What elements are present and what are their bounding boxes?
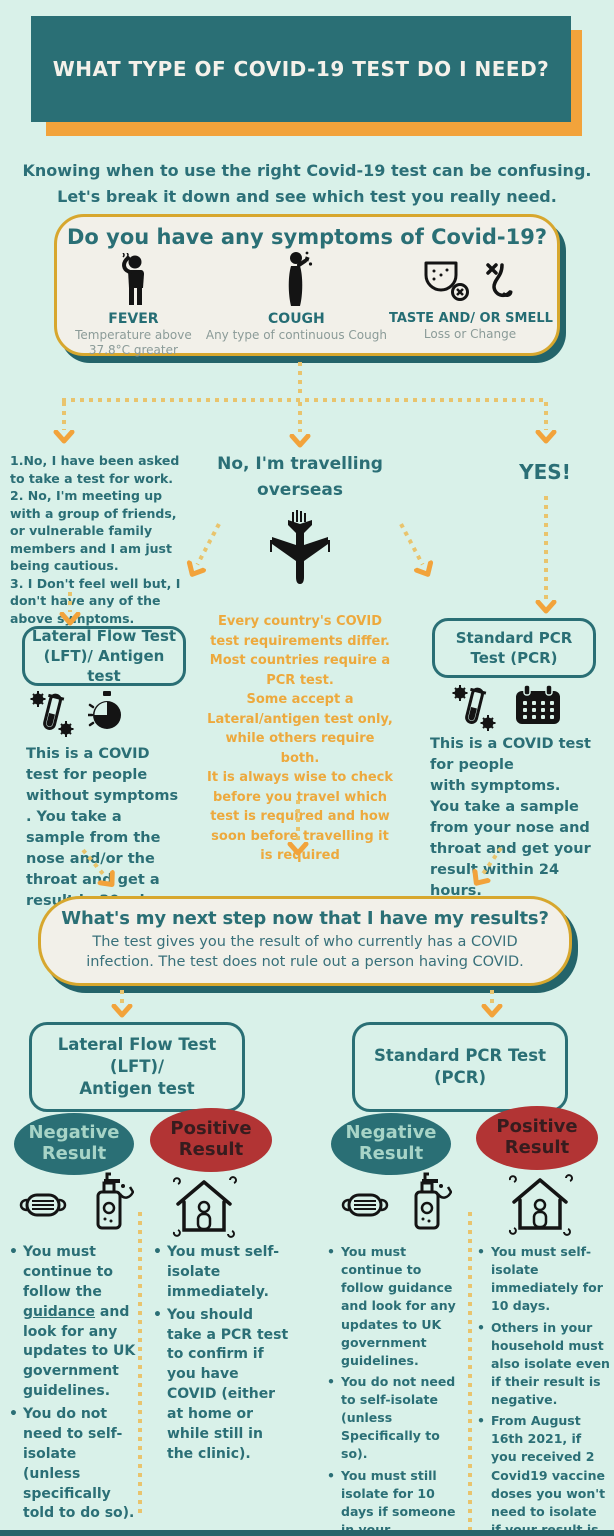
- connector-line: [544, 496, 548, 600]
- next-step-card: What's my next step now that I have my r…: [38, 896, 572, 986]
- branch-travel-label: No, I'm travelling overseas: [217, 454, 383, 500]
- guidance-link[interactable]: guidance: [23, 1303, 96, 1320]
- symptom-label-taste-smell: TASTE AND/ OR SMELL: [389, 311, 553, 326]
- travel-note: Every country's COVID test requirements …: [207, 614, 393, 863]
- fever-icon: [63, 251, 204, 309]
- list-item: Others in your household must also isola…: [476, 1319, 610, 1410]
- symptom-desc-fever: Temperature above 37.8°C greater: [75, 328, 192, 357]
- advice-text: and look for any updates to UK governmen…: [23, 1303, 136, 1400]
- pcr-test-box: Standard PCR Test (PCR): [432, 618, 596, 678]
- reason-3: 3. I Don't feel well but, I don't have a…: [10, 575, 181, 626]
- test-tube-virus-icon: [30, 690, 76, 742]
- branch-no-test-reasons: 1.No, I have been asked to take a test f…: [10, 452, 190, 627]
- pcr-description: This is a COVID test for people with sym…: [430, 736, 591, 900]
- header-banner: WHAT TYPE OF COVID-19 TEST DO I NEED?: [31, 16, 571, 122]
- pcr-positive-oval: Positive Result: [476, 1106, 598, 1170]
- arrow-down-icon: [289, 434, 311, 448]
- pcr-negative-oval: Negative Result: [331, 1113, 451, 1175]
- next-step-subtitle: The test gives you the result of who cur…: [86, 934, 524, 971]
- connector-line: [68, 592, 72, 612]
- list-item: You do not need to self-isolate (unless …: [326, 1373, 464, 1464]
- connector-line: [544, 402, 548, 430]
- arrow-diagonal-right: [75, 843, 123, 894]
- taste-icon: [420, 259, 472, 309]
- list-item: From August 16th 2021, if you received 2…: [476, 1412, 610, 1536]
- column-separator: [468, 1212, 472, 1530]
- page-title: WHAT TYPE OF COVID-19 TEST DO I NEED?: [52, 57, 550, 81]
- arrow-down-icon: [535, 600, 557, 614]
- connector-line: [296, 800, 300, 842]
- branch-yes-label: YES!: [519, 460, 571, 484]
- pcr-negative-advice: You must continue to follow guidance and…: [326, 1243, 464, 1536]
- connector-line: [298, 402, 302, 432]
- arrow-down-icon: [53, 430, 75, 444]
- symptom-label-cough: COUGH: [268, 311, 325, 327]
- connector-line: [62, 402, 66, 430]
- house-isolate-icon: [166, 1170, 242, 1246]
- symptom-label-fever: FEVER: [108, 311, 159, 327]
- column-separator: [138, 1212, 142, 1514]
- symptom-desc-cough: Any type of continuous Cough: [205, 328, 387, 342]
- symptom-desc-taste-smell: Loss or Change: [423, 327, 517, 341]
- connector-line: [62, 398, 548, 402]
- reason-1: 1.No, I have been asked to take a test f…: [10, 453, 180, 486]
- bottom-bar: [0, 1530, 614, 1536]
- pcr-icons: [452, 684, 562, 736]
- intro-text: Knowing when to use the right Covid-19 t…: [0, 158, 614, 211]
- list-item: You must self-isolate immediately for 10…: [476, 1243, 610, 1316]
- reason-2: 2. No, I'm meeting up with a group of fr…: [10, 488, 177, 573]
- symptoms-title: Do you have any symptoms of Covid-19?: [66, 225, 548, 249]
- next-step-title: What's my next step now that I have my r…: [61, 908, 549, 929]
- arrow-diagonal-left: [181, 519, 229, 582]
- arrow-down-icon: [59, 612, 81, 626]
- lft-test-box: Lateral Flow Test (LFT)/ Antigen test: [22, 626, 186, 686]
- lft-negative-advice: You must continue to follow the guidance…: [8, 1243, 138, 1527]
- list-item: You must self-isolate immediately.: [152, 1243, 290, 1303]
- arrow-diagonal-left: [466, 842, 510, 892]
- intro-line-2: Let's break it down and see which test y…: [57, 187, 557, 207]
- arrow-down-icon: [535, 430, 557, 444]
- timer-icon: [86, 690, 126, 736]
- arrow-diagonal-right: [391, 519, 439, 582]
- sanitizer-icon: [410, 1170, 453, 1236]
- list-item: You must still isolate for 10 days if so…: [326, 1467, 464, 1536]
- lft-icons: [30, 690, 126, 742]
- pcr-positive-advice: You must self-isolate immediately for 10…: [476, 1243, 610, 1536]
- results-lft-box: Lateral Flow Test (LFT)/ Antigen test: [29, 1022, 245, 1112]
- connector-line: [298, 362, 302, 398]
- list-item: You must continue to follow the guidance…: [8, 1243, 138, 1402]
- lft-positive-advice: You must self-isolate immediately. You s…: [152, 1243, 290, 1468]
- calendar-icon: [514, 684, 562, 730]
- test-tube-virus-icon: [452, 684, 498, 736]
- symptoms-card: Do you have any symptoms of Covid-19? FE…: [54, 214, 560, 357]
- results-pcr-box: Standard PCR Test (PCR): [352, 1022, 568, 1112]
- list-item: You must continue to follow guidance and…: [326, 1243, 464, 1370]
- lft-positive-oval: Positive Result: [150, 1108, 272, 1172]
- lft-negative-oval: Negative Result: [14, 1113, 134, 1175]
- arrow-down-icon: [481, 1004, 503, 1018]
- intro-line-1: Knowing when to use the right Covid-19 t…: [22, 161, 592, 180]
- smell-icon: [480, 259, 520, 309]
- list-item: You do not need to self-isolate (unless …: [8, 1405, 138, 1524]
- mask-icon: [338, 1188, 392, 1226]
- arrow-down-icon: [111, 1004, 133, 1018]
- advice-text: You must continue to follow the: [23, 1244, 113, 1300]
- plane-icon: [263, 510, 337, 598]
- cough-icon: [204, 251, 389, 309]
- mask-icon: [16, 1188, 70, 1226]
- sanitizer-icon: [92, 1170, 135, 1236]
- arrow-down-icon: [287, 842, 309, 856]
- connector-line: [490, 990, 494, 1004]
- taste-smell-icon: [389, 251, 551, 309]
- connector-line: [120, 990, 124, 1004]
- list-item: You should take a PCR test to confirm if…: [152, 1306, 290, 1465]
- house-isolate-icon: [502, 1168, 578, 1244]
